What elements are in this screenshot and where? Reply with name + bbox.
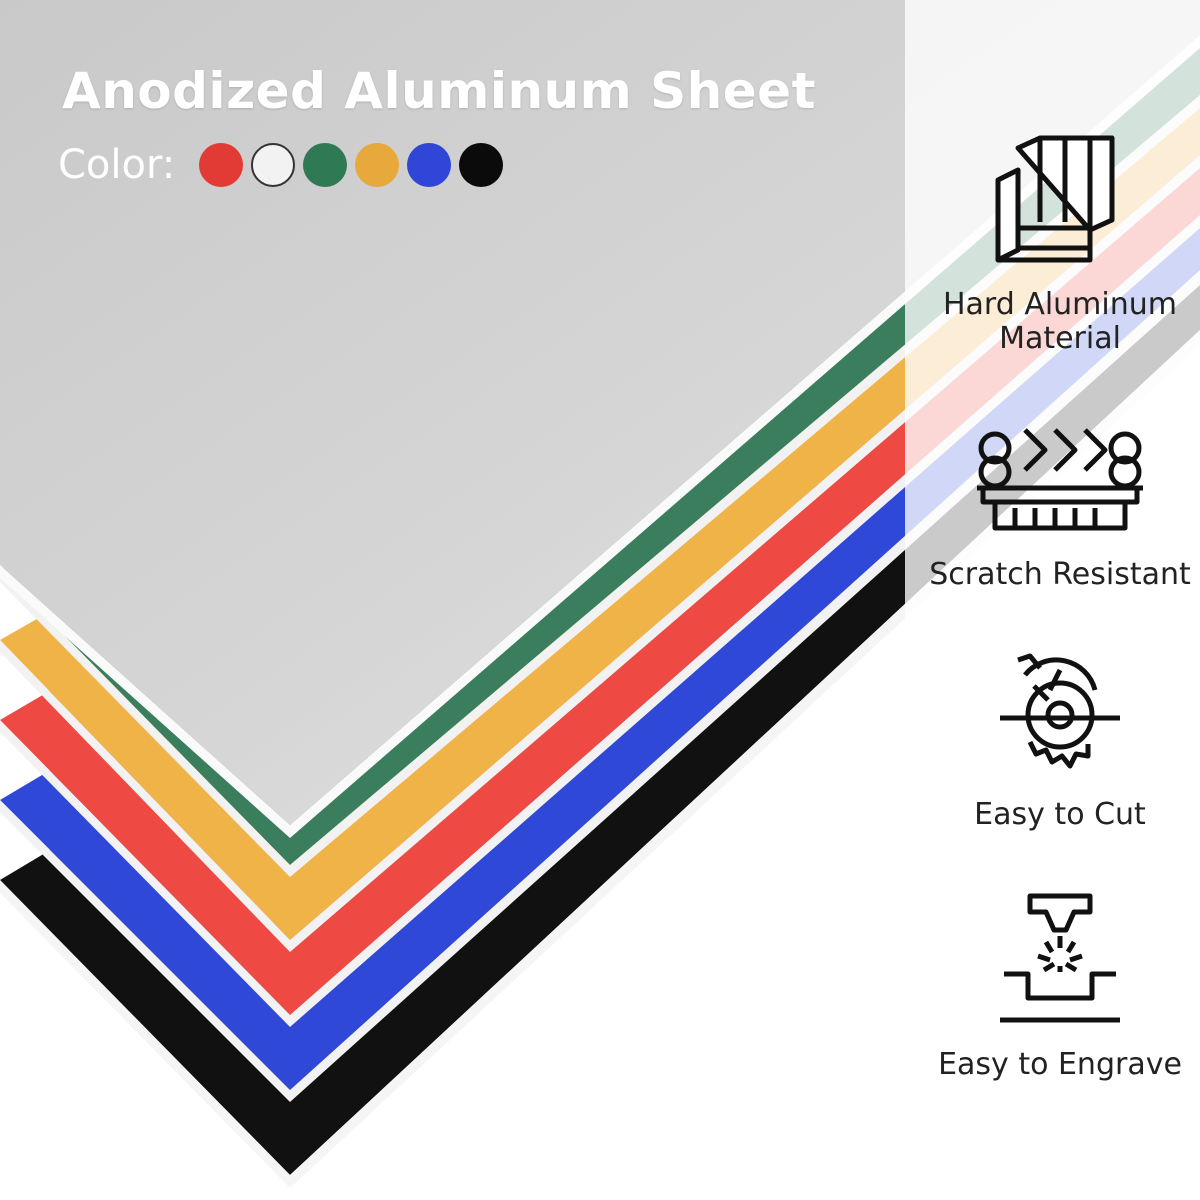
page-title: Anodized Aluminum Sheet [62, 62, 816, 120]
feature-label: Hard Aluminum Material [920, 288, 1200, 356]
feature-label: Easy to Cut [920, 798, 1200, 832]
feature-hard-aluminum: Hard Aluminum Material [920, 130, 1200, 356]
color-options: Color: [58, 140, 504, 190]
swatch-gold [355, 143, 400, 187]
swatch-blue [407, 143, 452, 187]
feature-easy-to-engrave: Easy to Engrave [920, 890, 1200, 1082]
feature-label-line: Hard Aluminum [942, 287, 1177, 322]
feature-label-line: Easy to Engrave [938, 1047, 1182, 1082]
swatch-red [199, 143, 244, 187]
sheet-silver [0, 0, 1200, 825]
feature-label-line: Material [999, 321, 1121, 356]
feature-label: Easy to Engrave [920, 1048, 1200, 1082]
feature-easy-to-cut: Easy to Cut [920, 650, 1200, 832]
feature-scratch-resistant: Scratch Resistant [920, 420, 1200, 592]
feature-list: Hard Aluminum Material Scratch Resistant [920, 120, 1200, 1200]
boards-icon [995, 135, 1115, 263]
swatch-green [303, 143, 348, 187]
laser-engraver-icon [1000, 893, 1120, 1023]
press-roller-icon [977, 428, 1143, 531]
feature-label: Scratch Resistant [920, 558, 1200, 592]
swatch-silver [251, 143, 296, 187]
feature-label-line: Easy to Cut [974, 797, 1146, 832]
color-swatches [199, 143, 504, 187]
feature-label-line: Scratch Resistant [929, 557, 1191, 592]
swatch-black [459, 143, 504, 187]
circular-saw-icon [1000, 653, 1120, 769]
color-label: Color: [58, 142, 176, 188]
